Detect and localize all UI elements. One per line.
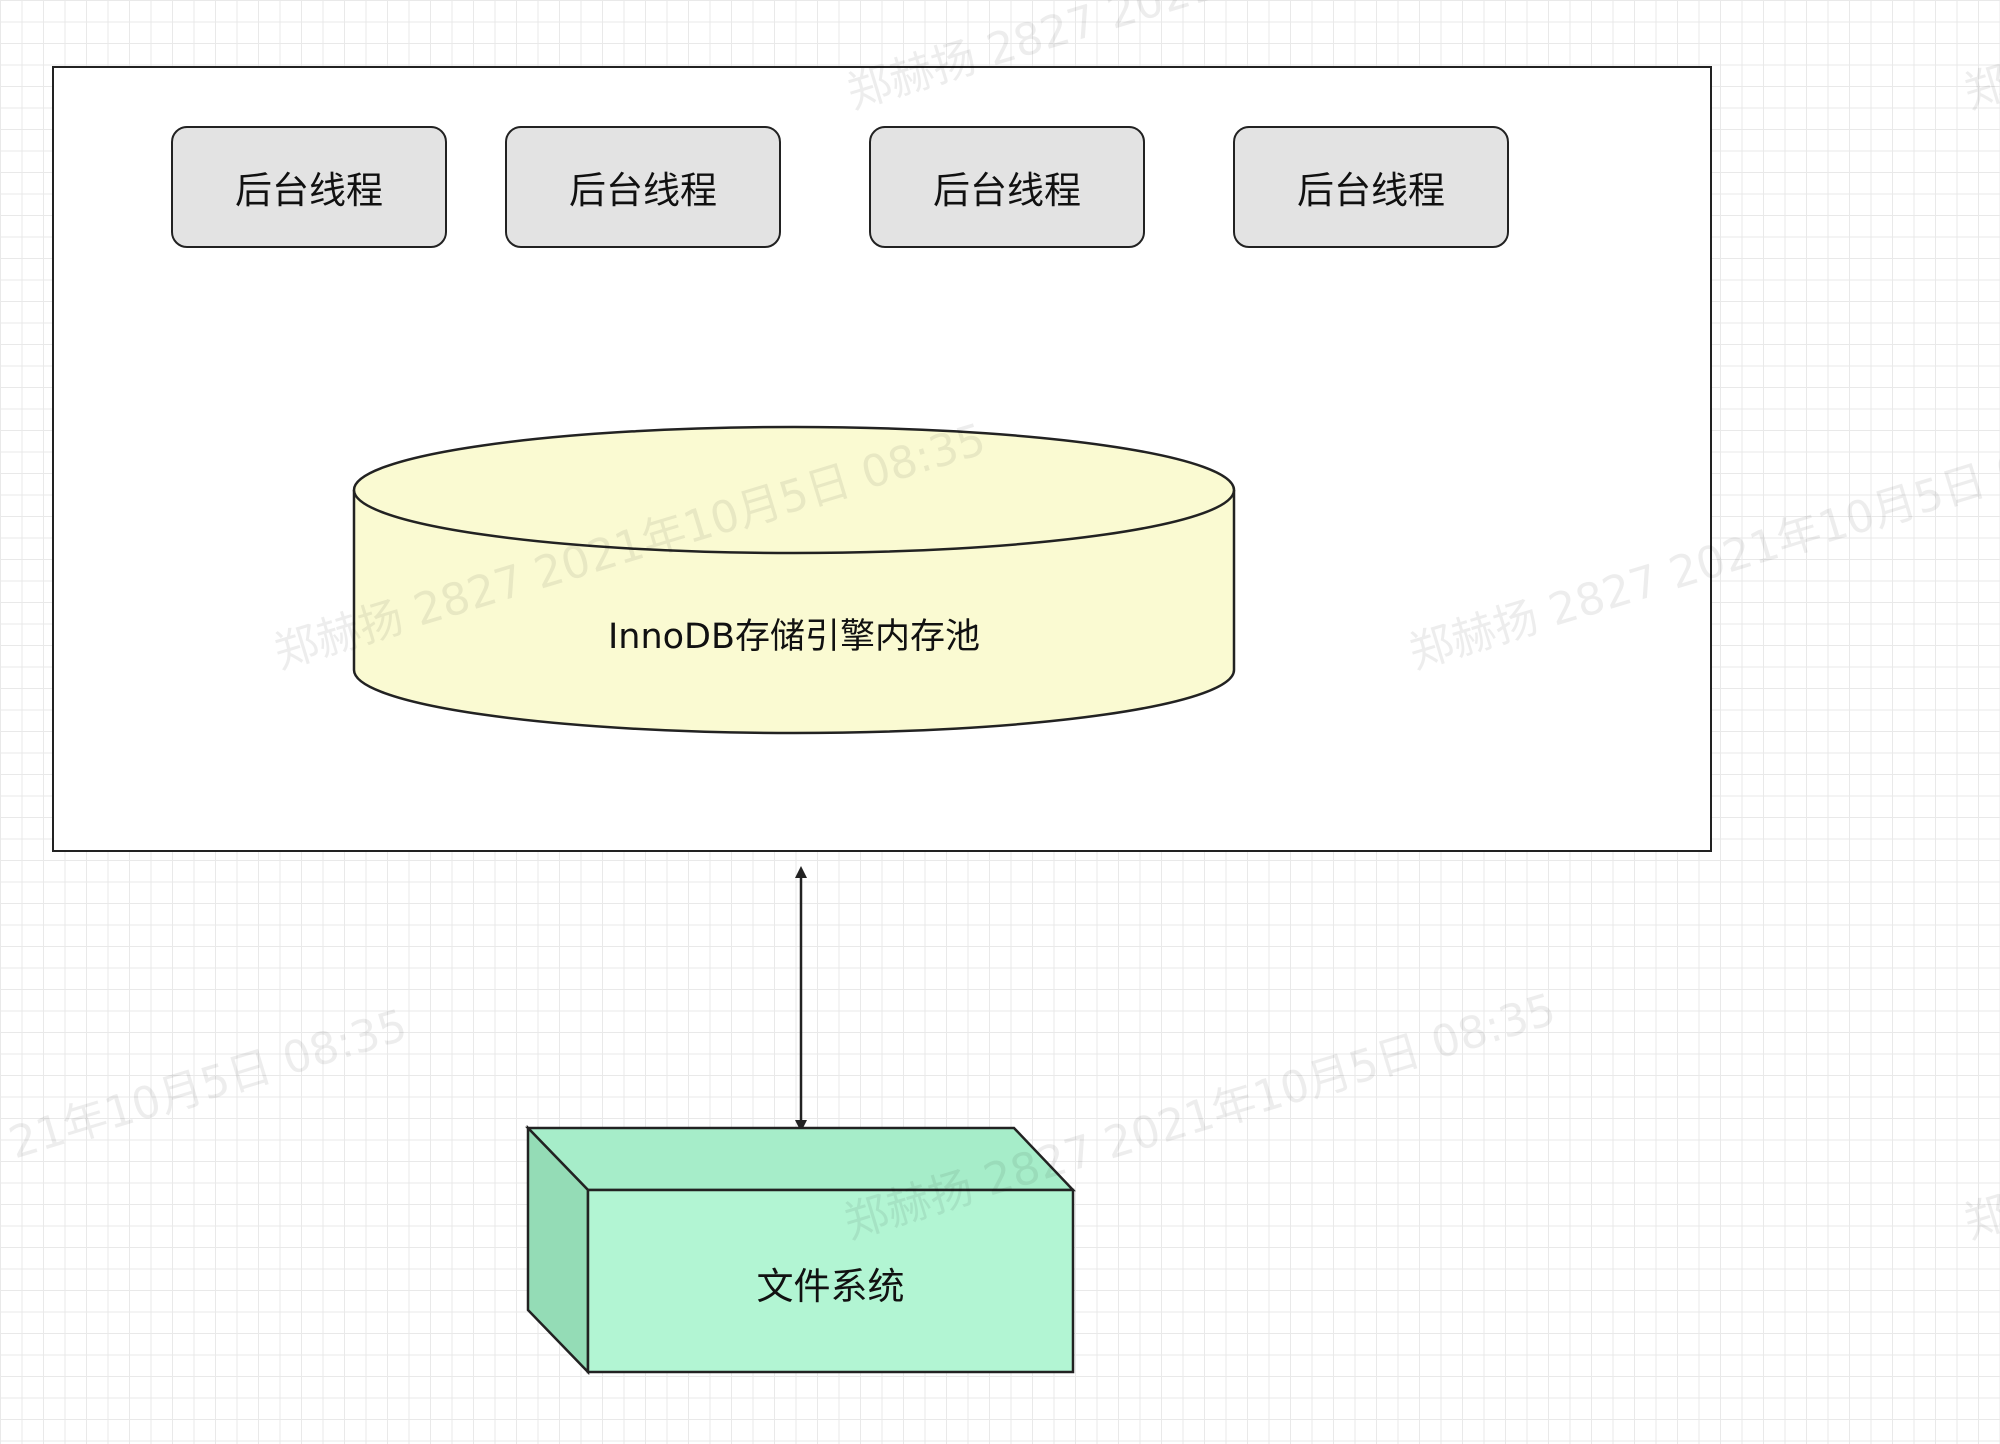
cylinder-body: [352, 490, 1236, 735]
background-thread-box-2[interactable]: 后台线程: [505, 126, 781, 248]
cylinder-top: [352, 425, 1236, 555]
background-thread-box-1[interactable]: 后台线程: [171, 126, 447, 248]
box-front-face: [586, 1188, 1075, 1374]
background-thread-label: 后台线程: [235, 169, 383, 212]
box-top-face: [525, 1126, 1076, 1192]
file-system-box[interactable]: [525, 1124, 1076, 1376]
background-thread-box-3[interactable]: 后台线程: [869, 126, 1145, 248]
innodb-buffer-pool-cylinder[interactable]: [352, 425, 1236, 735]
file-system-label: 文件系统: [756, 1265, 905, 1308]
background-thread-label: 后台线程: [933, 169, 1081, 212]
background-thread-label: 后台线程: [569, 169, 717, 212]
buffer-pool-label: InnoDB存储引擎内存池: [607, 617, 981, 657]
background-thread-label: 后台线程: [1297, 169, 1445, 212]
background-thread-box-4[interactable]: 后台线程: [1233, 126, 1509, 248]
